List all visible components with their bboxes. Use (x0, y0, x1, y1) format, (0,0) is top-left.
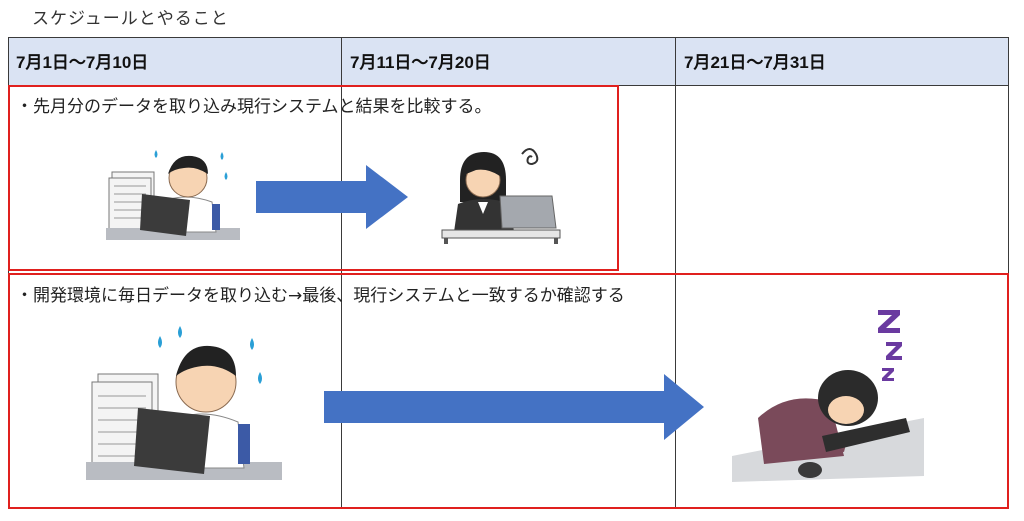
sleeping-worker-illustration (732, 310, 924, 482)
column-header-2: 7月11日〜7月20日 (350, 53, 491, 72)
tired-worker-illustration (441, 148, 561, 244)
column-header-1: 7月1日〜7月10日 (16, 53, 149, 72)
header-row (8, 37, 1009, 85)
table-border-top (8, 37, 1009, 38)
column-header-3: 7月21日〜7月31日 (684, 53, 826, 72)
busy-worker-illustration-large (86, 326, 282, 480)
task-2-highlight (8, 273, 1009, 509)
busy-worker-illustration (106, 150, 240, 240)
task-1-text: ・先月分のデータを取り込み現行システムと結果を比較する。 (16, 97, 492, 117)
task-2-text: ・開発環境に毎日データを取り込む→最後、現行システムと一致するか確認する (16, 286, 625, 306)
progress-arrow-2 (324, 374, 704, 440)
page-title: スケジュールとやること (32, 9, 229, 29)
progress-arrow-1 (256, 165, 408, 229)
task-1-highlight (8, 85, 619, 271)
